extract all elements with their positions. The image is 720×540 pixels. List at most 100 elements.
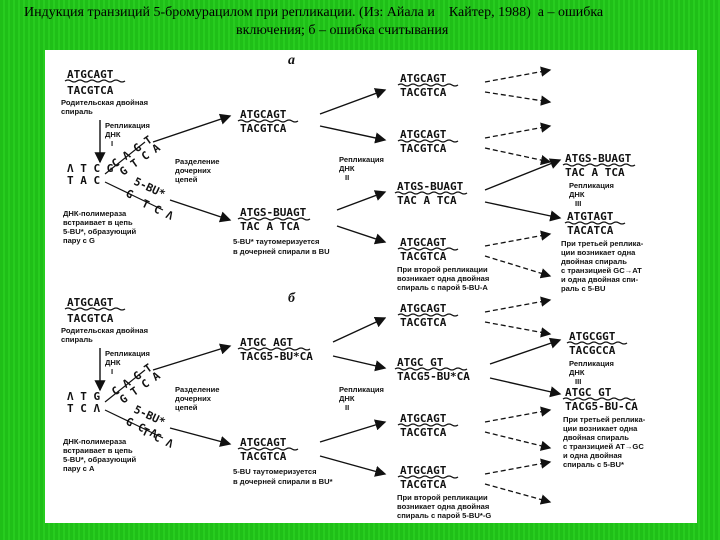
b-col3-backbone-2 bbox=[394, 367, 468, 371]
a-mid3-bottom: TAC A TCA bbox=[240, 220, 300, 233]
a-col3-3-bottom: TAC A TCA bbox=[397, 194, 457, 207]
slide-title: Индукция транзиций 5-бромурацилом при ре… bbox=[24, 4, 714, 40]
a-replication-2-line1: Репликация bbox=[339, 155, 384, 164]
a-dashed-arrow-4 bbox=[484, 147, 552, 166]
b-polymerase-3: 5-BU*, образующий bbox=[63, 455, 137, 464]
a-replication-3-line2: ДНК bbox=[569, 190, 585, 199]
b-polymerase-4: пару с A bbox=[63, 464, 95, 473]
b-replication-1-line1: Репликация bbox=[105, 349, 150, 358]
b-replication-2-line3: II bbox=[345, 403, 349, 412]
b-replication-3-line2: ДНК bbox=[569, 368, 585, 377]
b-replication-3-line3: III bbox=[575, 377, 581, 386]
b-dashed-arrow-5 bbox=[484, 458, 552, 475]
a-right2-top: ATGTAGT bbox=[567, 210, 614, 223]
a-polymerase-2: встраивает в цепь bbox=[63, 218, 133, 227]
b-col3-1-bottom: TACGTCA bbox=[400, 316, 447, 329]
a-col3-2-top: ATGCAGT bbox=[400, 128, 447, 141]
b-right2-top: ATGC GT bbox=[565, 386, 612, 399]
a-mid4-backbone bbox=[397, 247, 459, 251]
a-mid4-top: ATGCAGT bbox=[400, 236, 447, 249]
mutation-diagram: а ATGCAGT TACGTCA Родительская двойная с… bbox=[61, 53, 646, 520]
a-arrow-to-mid3 bbox=[169, 199, 232, 223]
b-arrow-col3-to-right1 bbox=[489, 337, 562, 365]
a-dashed-arrow-2 bbox=[484, 91, 552, 106]
a-arrow-to-mid1 bbox=[152, 113, 232, 143]
a-polymerase-4: пару с G bbox=[63, 236, 95, 245]
b-right1-backbone bbox=[566, 341, 628, 345]
panel-b-heading: б bbox=[288, 291, 296, 306]
a-dashed-arrow-6 bbox=[484, 255, 552, 279]
a-col3-backbone-2 bbox=[397, 139, 459, 143]
a-parent-top-strand: ATGCAGT bbox=[67, 68, 114, 81]
a-replication-3-line3: III bbox=[575, 199, 581, 208]
a-polymerase-3: 5-BU*, образующий bbox=[63, 227, 137, 236]
b-replication-2-line2: ДНК bbox=[339, 394, 355, 403]
a-third-rep-3: двойная спираль bbox=[561, 257, 627, 266]
b-arrow-to-mid3 bbox=[169, 427, 232, 447]
b-parent-label-2: спираль bbox=[61, 335, 93, 344]
a-mid1-bottom: TACGTCA bbox=[240, 122, 287, 135]
a-mid2-top: ATGCAGT bbox=[400, 72, 447, 85]
b-col3-2-top: ATGC GT bbox=[397, 356, 444, 369]
b-third-rep-1: При третьей реплика- bbox=[563, 415, 646, 424]
b-third-rep-4: с транзицией AT→GC bbox=[563, 442, 644, 451]
a-polymerase-1: ДНК-полимераза bbox=[63, 209, 127, 218]
a-right1-top: ATGS-BUAGT bbox=[565, 152, 632, 165]
b-replication-1-line3: I bbox=[111, 367, 113, 376]
b-mid1-top: ATGC AGT bbox=[240, 336, 293, 349]
b-mid1-bottom: TACG5-BU*CA bbox=[240, 350, 313, 363]
a-right1-backbone bbox=[562, 163, 636, 167]
a-right2-backbone bbox=[564, 221, 626, 225]
b-dashed-arrow-6 bbox=[484, 483, 552, 505]
b-parent-backbone bbox=[64, 307, 126, 311]
a-replication-1-line1: Репликация bbox=[105, 121, 150, 130]
b-mid3-backbone bbox=[237, 447, 299, 451]
b-right2-bottom: TACG5-BU-CA bbox=[565, 400, 638, 413]
b-dashed-arrow-3 bbox=[484, 406, 552, 423]
b-col3-4-bottom: TACGTCA bbox=[400, 478, 447, 491]
b-fork-bottom: T C Λ bbox=[67, 402, 100, 415]
b-right2-backbone bbox=[562, 397, 636, 401]
b-replication-2-line1: Репликация bbox=[339, 385, 384, 394]
title-line-1: Индукция транзиций 5-бромурацилом при ре… bbox=[24, 5, 604, 20]
b-replication-1-line2: ДНК bbox=[105, 358, 121, 367]
b-col3-backbone-1 bbox=[397, 313, 459, 317]
a-dashed-arrow-5 bbox=[484, 230, 552, 247]
b-fork-top: Λ T G bbox=[67, 390, 100, 403]
b-polymerase-1: ДНК-полимераза bbox=[63, 437, 127, 446]
a-parent-label-1: Родительская двойная bbox=[61, 98, 148, 107]
title-line-2: включения; б – ошибка считывания bbox=[236, 23, 449, 38]
a-arrow-mid3-down bbox=[336, 225, 387, 245]
a-arrow-col3-to-right1 bbox=[484, 158, 562, 191]
b-arrow-to-mid1 bbox=[152, 343, 232, 371]
a-second-rep-3: спираль с парой 5-BU-A bbox=[397, 283, 488, 292]
a-mid3-backbone bbox=[237, 217, 311, 221]
a-arrow-mid1-up bbox=[319, 88, 387, 115]
b-second-rep-1: При второй репликации bbox=[397, 493, 488, 502]
b-replication-3-line1: Репликация bbox=[569, 359, 614, 368]
a-col3-3-top: ATGS-BUAGT bbox=[397, 180, 464, 193]
a-third-rep-4: с транзицией GC→AT bbox=[561, 266, 642, 275]
a-replication-2-line3: II bbox=[345, 173, 349, 182]
a-mid3-top: ATGS-BUAGT bbox=[240, 206, 307, 219]
a-replication-1-line2: ДНК bbox=[105, 130, 121, 139]
b-col3-backbone-3 bbox=[397, 423, 459, 427]
b-parent-bottom-strand: TACGTCA bbox=[67, 312, 114, 325]
b-second-rep-3: спираль с парой 5-BU*-G bbox=[397, 511, 491, 520]
a-right2-bottom: TACATCA bbox=[567, 224, 614, 237]
b-mid3-bottom: TACGTCA bbox=[240, 450, 287, 463]
panel-a-heading: а bbox=[288, 53, 295, 68]
b-col3-3-top: ATGCAGT bbox=[400, 412, 447, 425]
b-col3-3-bottom: TACGTCA bbox=[400, 426, 447, 439]
b-third-rep-3: двойная спираль bbox=[563, 433, 629, 442]
b-arrow-col3-to-right2 bbox=[489, 377, 562, 398]
b-arrow-mid1-down bbox=[332, 355, 387, 372]
b-col3-4-top: ATGCAGT bbox=[400, 464, 447, 477]
b-third-rep-6: спираль с 5-BU* bbox=[563, 460, 624, 469]
b-second-rep-2: возникает одна двойная bbox=[397, 502, 489, 511]
a-col3-2-bottom: TACGTCA bbox=[400, 142, 447, 155]
a-arrow-mid3-up bbox=[336, 190, 387, 211]
figure-panel: а ATGCAGT TACGTCA Родительская двойная с… bbox=[45, 50, 697, 523]
a-col3-backbone-3 bbox=[394, 191, 468, 195]
b-tautomer-2: в дочерней спирали в BU* bbox=[233, 477, 333, 486]
